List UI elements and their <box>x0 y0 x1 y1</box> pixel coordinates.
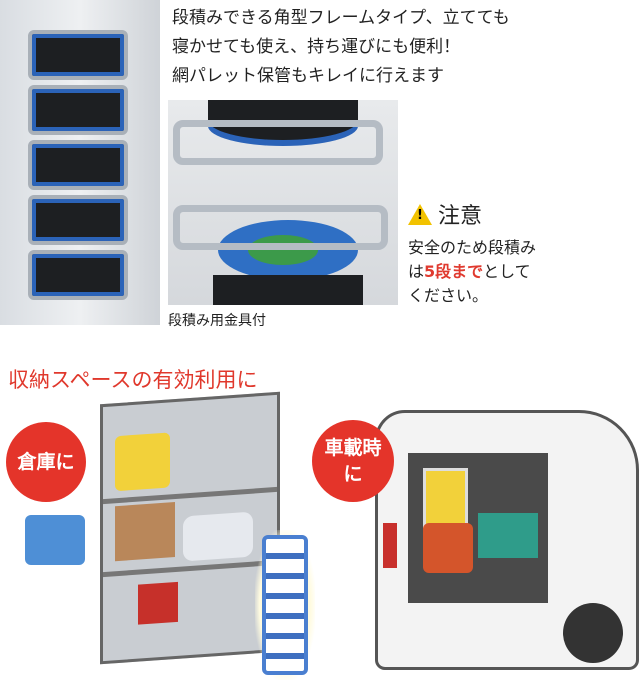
vehicle-bubble: 車載時 に <box>312 420 394 502</box>
water-tank-illustration <box>25 515 85 565</box>
stacked-reels-photo <box>0 0 160 325</box>
reel-image <box>28 195 128 245</box>
van-illustration <box>375 410 639 670</box>
warehouse-shelf-illustration <box>100 391 280 665</box>
text: として <box>483 262 531 281</box>
bubble-label: 車載時 <box>324 437 382 459</box>
caution-line: ください。 <box>408 286 489 305</box>
caution-title: 注意 <box>438 204 483 229</box>
warning-icon: ! <box>408 203 432 225</box>
reel-image <box>28 85 128 135</box>
caution-line: 安全のため段積み <box>408 238 537 257</box>
caution-emphasis: 5段まで <box>424 262 484 281</box>
reel-image <box>28 30 128 80</box>
reel-image <box>28 250 128 300</box>
bubble-label: 倉庫に <box>17 451 75 473</box>
stacking-bracket-photo <box>168 100 398 305</box>
intro-text: 段積みできる角型フレームタイプ、立てても 寝かせても使え、持ち運びにも便利！ 網… <box>172 4 510 91</box>
text: は <box>408 262 425 281</box>
warehouse-bubble: 倉庫に <box>6 422 86 502</box>
photo-caption: 段積み用金具付 <box>168 313 266 329</box>
caution-line: は5段までとして <box>408 260 588 284</box>
bubble-label: に <box>343 463 363 485</box>
intro-line: 網パレット保管もキレイに行えます <box>172 66 444 86</box>
section-title: 収納スペースの有効利用に <box>8 368 258 392</box>
caution-text: 安全のため段積み は5段までとして ください。 <box>408 236 588 308</box>
intro-line: 段積みできる角型フレームタイプ、立てても <box>172 8 510 28</box>
stacked-reels-illustration <box>262 535 308 675</box>
caution-heading: ! 注意 <box>408 198 482 230</box>
intro-line: 寝かせても使え、持ち運びにも便利！ <box>172 37 461 57</box>
reel-image <box>28 140 128 190</box>
